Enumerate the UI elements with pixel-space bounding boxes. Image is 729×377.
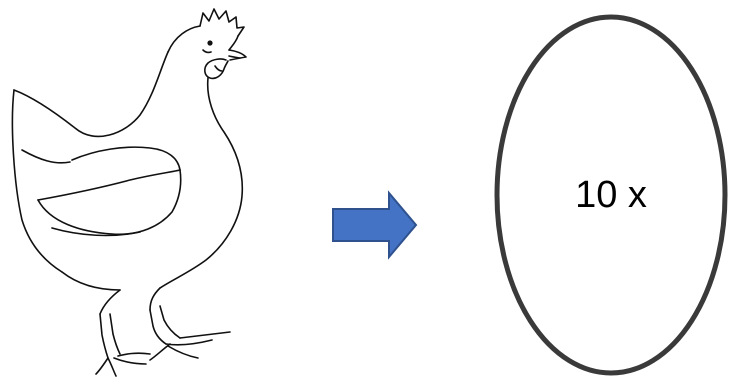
egg-icon	[494, 14, 728, 376]
chicken-icon	[11, 8, 247, 377]
right-arrow-icon	[332, 190, 418, 260]
egg-count-label: 10 x	[575, 174, 647, 216]
